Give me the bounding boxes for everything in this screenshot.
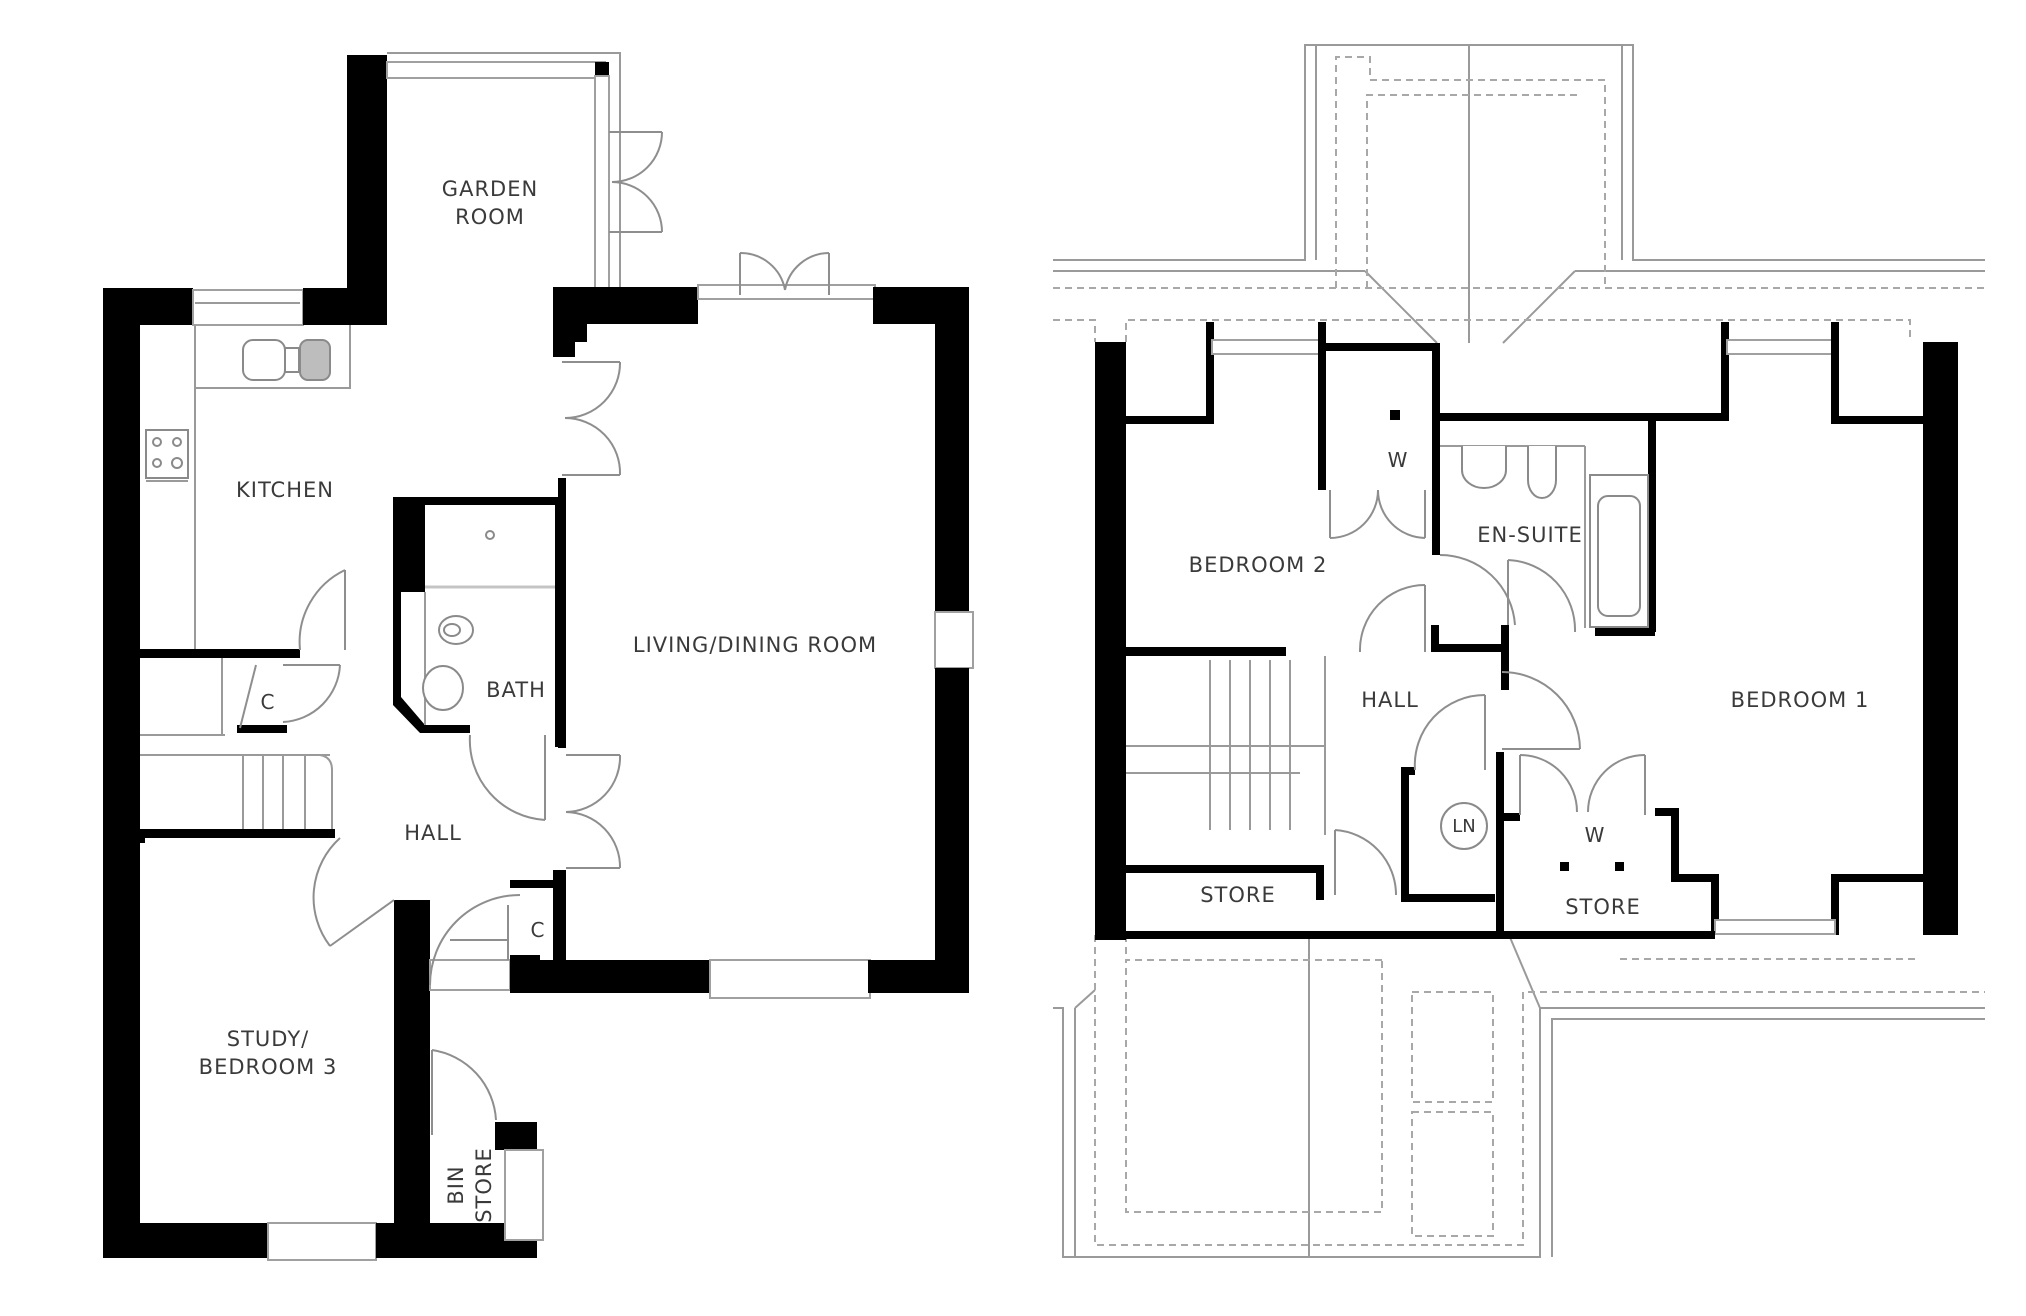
kitchen-north-wall-b: [303, 288, 387, 325]
roof-outline-south: [1053, 934, 1985, 1258]
garden-room-top-glazing: [386, 61, 606, 79]
east-wall-lower: [935, 668, 969, 993]
room-label-en-suite: EN-SUITE: [1477, 523, 1583, 547]
ensuite-wc-icon: [1527, 446, 1557, 499]
garden-room-left-wall: [347, 55, 387, 325]
kitchen-hob-icon: [145, 429, 189, 479]
room-label-ff-hall: HALL: [1361, 688, 1419, 712]
room-label-bath: BATH: [486, 678, 546, 702]
living-south-window: [709, 959, 871, 999]
room-label-linen: LN: [1440, 802, 1488, 850]
bedroom1-north-window: [1726, 339, 1836, 355]
west-wall: [103, 288, 140, 1258]
roof-outline-north: [1053, 44, 1985, 344]
room-label-front-cupboard: C: [530, 918, 546, 942]
kitchen-sink-icon: [242, 339, 286, 381]
bathroom-door: [468, 734, 546, 821]
living-french-doors: [739, 251, 830, 295]
room-label-bedroom-1: BEDROOM 1: [1730, 688, 1870, 712]
bedroom2-door: [1439, 553, 1516, 626]
room-label-wardrobe-bedroom-1: W: [1584, 823, 1606, 847]
room-label-bedroom-2: BEDROOM 2: [1188, 553, 1328, 577]
ensuite-basin-icon: [1461, 446, 1507, 489]
bedroom1-door: [1501, 671, 1581, 750]
ff-store-door: [1334, 829, 1398, 896]
first-floor-plan: [1053, 44, 1985, 1258]
bin-store-screen: [504, 1149, 544, 1241]
bedroom2-wardrobe-doors: [1329, 489, 1426, 539]
room-label-bin-store: BIN STORE: [444, 1147, 496, 1223]
bedroom1-wardrobe-doors: [1519, 754, 1646, 815]
front-door: [429, 894, 521, 986]
room-label-understairs-cupboard: C: [260, 690, 276, 714]
room-label-study-bedroom3: STUDY/ BEDROOM 3: [198, 1027, 338, 1079]
study-east-wall: [394, 900, 430, 1258]
living-south-wall-a: [510, 960, 710, 993]
living-south-wall-b: [868, 960, 969, 993]
ff-south-wall: [1095, 931, 1715, 939]
bin-store-door: [431, 1049, 497, 1135]
east-window: [934, 611, 974, 669]
room-label-store-left: STORE: [1200, 883, 1276, 907]
ensuite-door: [1507, 559, 1577, 633]
basin-icon: [422, 665, 464, 711]
kitchen-stairs-wall: [140, 649, 300, 658]
linen-cupboard-door: [1413, 693, 1486, 771]
stairs-study-wall: [140, 829, 335, 838]
room-label-living-dining: LIVING/DINING ROOM: [632, 633, 878, 657]
room-label-kitchen: KITCHEN: [236, 478, 334, 502]
ff-hall-bedroom2-door: [1358, 584, 1426, 653]
front-entrance: [429, 959, 511, 991]
garden-room-side-glazing: [594, 75, 610, 289]
kitchen-north-wall-a: [103, 288, 193, 325]
room-label-wardrobe-bedroom-2: W: [1387, 448, 1409, 472]
ground-staircase: [140, 658, 333, 830]
bedroom1-south-window: [1714, 919, 1836, 935]
bedroom2-window: [1211, 339, 1323, 355]
understairs-cupboard-door: [282, 664, 341, 723]
kitchen-drainer-icon: [299, 339, 331, 381]
ff-west-wall: [1095, 342, 1126, 940]
ff-staircase: [1126, 656, 1326, 835]
room-label-store-right: STORE: [1565, 895, 1641, 919]
ff-east-wall: [1923, 342, 1958, 935]
hall-living-double-doors: [565, 754, 622, 869]
kitchen-living-double-doors: [562, 361, 622, 476]
garden-room-outer-frame: [387, 52, 621, 290]
kitchen-window: [192, 289, 304, 326]
kitchen-hall-door: [298, 569, 346, 651]
east-wall-upper: [935, 287, 969, 612]
room-label-garden-room: GARDEN ROOM: [441, 177, 539, 229]
study-window: [267, 1222, 377, 1261]
garden-room-corner-post: [595, 62, 609, 76]
room-label-hall: HALL: [404, 821, 462, 845]
ground-floor-plan: [103, 52, 974, 1261]
bathroom: [393, 497, 563, 747]
study-door: [312, 837, 395, 947]
garden-room-french-doors: [609, 131, 663, 233]
wardrobe-rail-icon: [1390, 410, 1400, 420]
bedroom2-south-wall: [1126, 647, 1286, 656]
